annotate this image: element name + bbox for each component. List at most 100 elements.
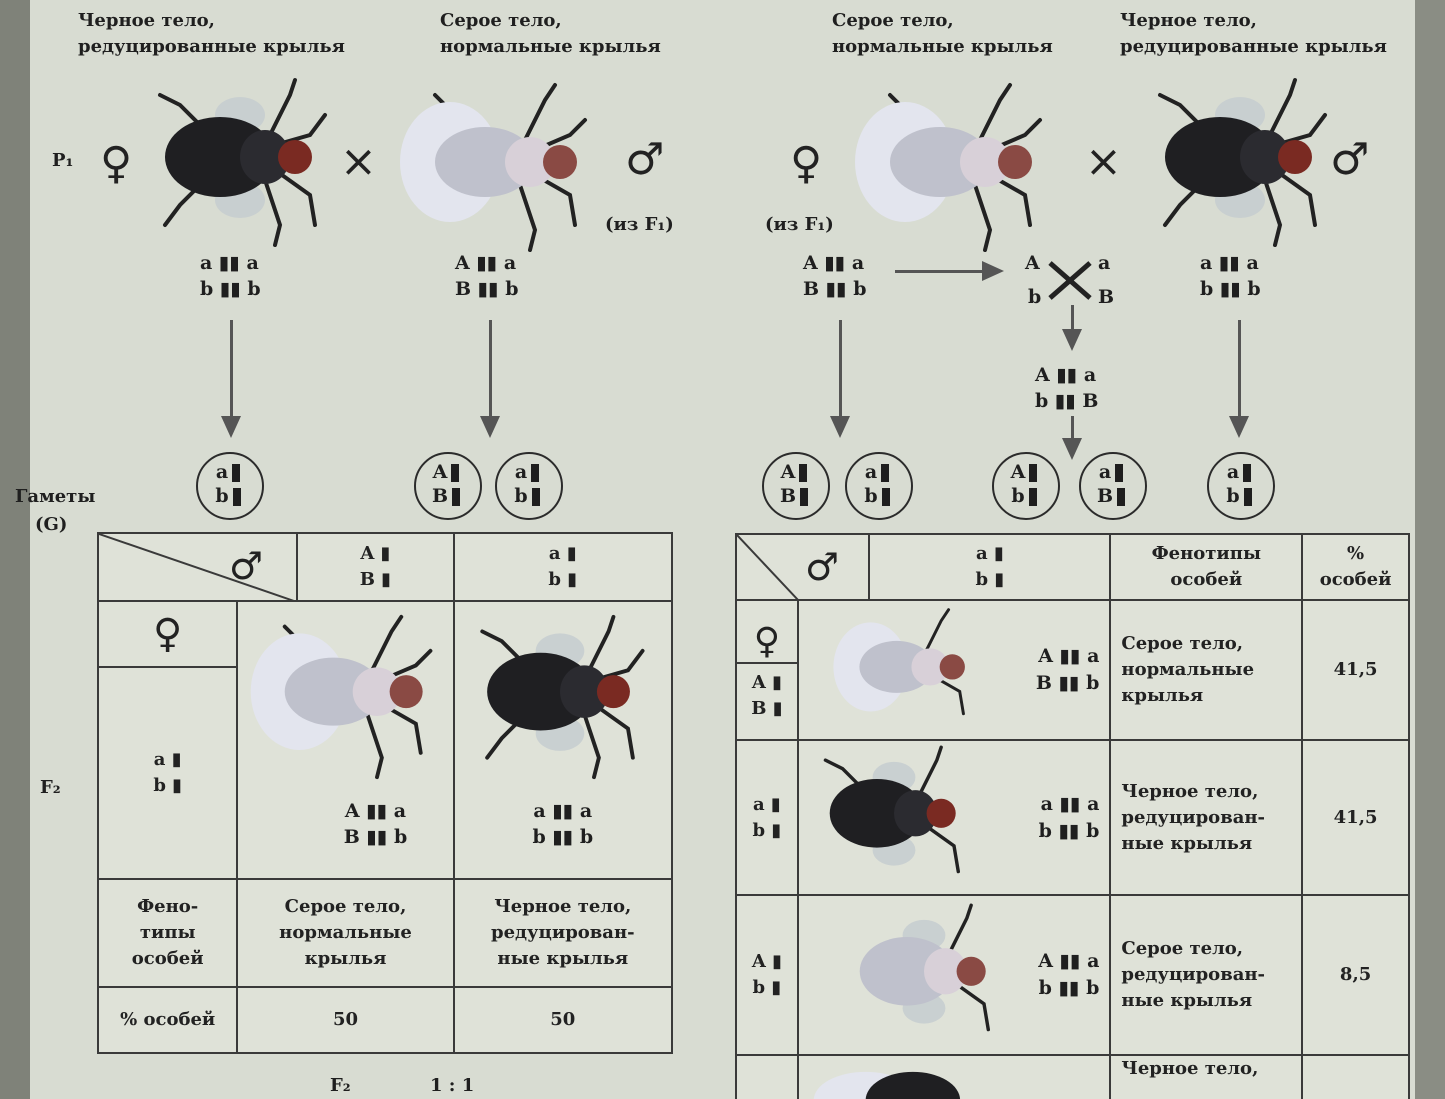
left-female-title-1: Черное тело, [78,8,215,34]
female-symbol-icon: ♀ [737,622,797,662]
cross-icon: × [340,140,377,184]
left-punnett-table: ♂ A ▮B ▮ a ▮b ▮ ♀ A ▮▮ a [97,532,673,1054]
male-symbol-icon: ♂ [625,138,664,182]
p1-label: P₁ [52,148,73,174]
diagonal-divider [737,535,871,601]
right-male-title-1: Черное тело, [1120,8,1257,34]
offspring-cell [798,1055,1111,1099]
right-female-title-2: нормальные крылья [832,34,1053,60]
arrow-down [230,320,233,420]
percent-cell: 8,5 [1302,895,1409,1055]
arrow-down [1071,416,1074,442]
col-genotype: a ▮b ▮ [869,534,1110,600]
arrow-down [839,320,842,420]
grey-fly-normal-wings-icon [809,606,999,736]
arrow-down [1071,305,1074,333]
diagonal-divider [99,534,297,602]
grey-fly-normal-wings-icon [850,80,1050,255]
col-genotype: a ▮b ▮ [454,533,672,601]
black-fly-reduced-wings-icon [809,743,979,893]
black-fly-reduced-wings-icon [150,75,330,250]
crossover-bottom-left: b [1028,284,1041,310]
percent-cell [1302,1055,1409,1099]
percent-cell: 41,5 [1302,600,1409,740]
crossover-top-left: A [1025,250,1040,276]
percent-header: %особей [1302,534,1409,600]
left-male-genotype-top: A ▮▮ a [455,250,516,276]
footer-f2: F₂ [330,1073,351,1099]
left-female-genotype-bottom: b ▮▮ b [200,276,261,302]
right-male-genotype-bottom: b ▮▮ b [1200,276,1261,302]
offspring-cell-black: a ▮▮ a b ▮▮ b [454,601,672,879]
offspring-genotype-bottom: B ▮▮ b [344,826,408,848]
percent-header: % особей [98,987,237,1053]
row-genotype: A ▮b ▮ [736,895,798,1055]
right-female-genotype-top: A ▮▮ a [803,250,864,276]
male-symbol-icon: ♂ [1330,138,1369,182]
row-genotype: a ▮b ▮ [98,667,237,879]
left-male-title-2: нормальные крылья [440,34,661,60]
grey-fly-reduced-wings-icon [839,901,1009,1051]
male-symbol-icon: ♂ [805,545,839,589]
arrow-down [489,320,492,420]
phenotype-cell: Черное тело, [1110,1055,1302,1099]
grey-fly-normal-wings-icon [243,612,443,782]
right-margin [1415,0,1445,1099]
corner-cell: ♂ [98,533,297,601]
female-symbol-icon: ♀ [153,611,182,657]
phenotype-black: Черное тело,редуцирован-ные крылья [454,879,672,987]
percent-black: 50 [454,987,672,1053]
black-fly-normal-wings-icon [809,1056,979,1099]
right-female-genotype-bottom: B ▮▮ b [803,276,867,302]
gametes-label-2: (G) [35,512,67,538]
corner-cell: ♂ [736,534,869,600]
f2-label: F₂ [40,775,61,801]
left-female-genotype-top: a ▮▮ a [200,250,259,276]
black-fly-reduced-wings-icon [470,612,650,782]
grey-fly-normal-wings-icon [395,80,595,255]
black-fly-reduced-wings-icon [1150,75,1330,250]
percent-cell: 41,5 [1302,740,1409,895]
offspring-genotype-top: a ▮▮ a [533,800,592,822]
percent-grey: 50 [237,987,453,1053]
arrow-right-head [982,261,1004,281]
female-cell: ♀ [98,601,237,667]
right-male-title-2: редуцированные крылья [1120,34,1387,60]
gametes-label-1: Гаметы [15,484,95,510]
arrow-down [1238,320,1241,420]
arrow-right [895,270,985,273]
row-genotype: a ▮b ▮ [736,740,798,895]
recombined-genotype-top: A ▮▮ a [1035,362,1096,388]
left-male-genotype-bottom: B ▮▮ b [455,276,519,302]
right-male-genotype-top: a ▮▮ a [1200,250,1259,276]
left-male-title-1: Серое тело, [440,8,562,34]
col-genotype: A ▮B ▮ [297,533,453,601]
crossover-bottom-right: B [1098,284,1114,310]
offspring-cell-grey: A ▮▮ a B ▮▮ b [237,601,453,879]
female-symbol-icon: ♀ [100,142,132,186]
left-male-from: (из F₁) [605,212,674,238]
offspring-genotype-bottom: b ▮▮ b [532,826,593,848]
right-female-from: (из F₁) [765,212,834,238]
recombined-genotype-bottom: b ▮▮ B [1035,388,1099,414]
cross-icon: × [1085,140,1122,184]
phenotype-cell: Черное тело,редуцирован-ные крылья [1110,740,1302,895]
footer-ratio: 1 : 1 [430,1073,474,1099]
row-genotype: ♀ A ▮B ▮ [736,600,798,740]
left-female-title-2: редуцированные крылья [78,34,345,60]
